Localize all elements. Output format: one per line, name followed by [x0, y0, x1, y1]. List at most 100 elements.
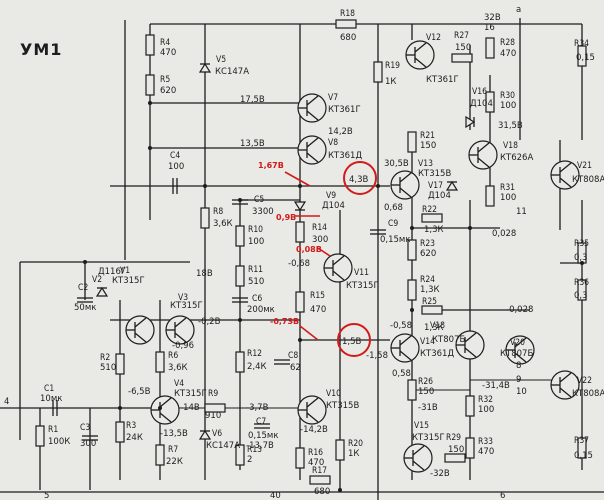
transistor-v1	[125, 315, 155, 345]
svg-text:-32В: -32В	[430, 469, 450, 479]
svg-text:R36: R36	[574, 278, 589, 288]
r13-value: 2	[247, 455, 252, 465]
resistor-r6	[155, 351, 165, 373]
svg-text:R28: R28	[500, 38, 515, 48]
svg-text:R20: R20	[348, 439, 363, 449]
resistor-r4	[145, 34, 155, 56]
c3-value: 300	[80, 439, 96, 449]
svg-text:V8: V8	[328, 138, 338, 148]
svg-text:R31: R31	[500, 183, 515, 193]
svg-text:C1: C1	[44, 384, 54, 394]
diode-v5	[199, 63, 211, 73]
svg-text:-0,96: -0,96	[172, 341, 194, 351]
resistor-r20	[335, 439, 345, 461]
resistor-r14	[295, 221, 305, 243]
svg-text:16: 16	[484, 23, 495, 33]
svg-text:V3: V3	[178, 293, 188, 303]
pin-numbers: 4 5 16 6 40 9 8 10 11 а	[4, 5, 527, 500]
r26-value: 150	[418, 387, 434, 397]
svg-text:R10: R10	[248, 225, 263, 235]
svg-text:R33: R33	[478, 437, 493, 447]
r11-value: 510	[248, 277, 264, 287]
c2-value: 50мк	[74, 303, 96, 313]
schematic-title: УМ1	[20, 40, 62, 59]
r33-value: 470	[478, 447, 494, 457]
resistor-r18	[335, 19, 357, 29]
resistor-r17	[309, 475, 331, 485]
r18-value: 680	[340, 33, 356, 43]
v12-type: КТ361Г	[426, 75, 459, 85]
v6-type: КС147А	[206, 441, 240, 451]
svg-text:V13: V13	[418, 159, 433, 169]
r14-value: 300	[312, 235, 328, 245]
svg-text:-1,58: -1,58	[366, 351, 388, 361]
svg-text:R7: R7	[168, 445, 178, 455]
svg-text:0,68: 0,68	[384, 203, 403, 213]
svg-text:R6: R6	[168, 351, 178, 361]
c9-value: 0,15мк	[380, 235, 410, 245]
r4-value: 470	[160, 48, 176, 58]
v18-type: КТ626А	[500, 153, 533, 163]
r15-value: 470	[310, 305, 326, 315]
r37-value: 0,15	[574, 451, 593, 461]
v7-type: КТ361Г	[328, 105, 361, 115]
transistor-v7	[297, 93, 327, 123]
v1-type: КТ315Г	[112, 276, 145, 286]
svg-text:V1: V1	[120, 266, 130, 276]
svg-text:-13,7В: -13,7В	[246, 441, 274, 451]
svg-text:V18: V18	[430, 321, 445, 331]
svg-text:R11: R11	[248, 265, 263, 275]
svg-text:-0,58: -0,58	[390, 321, 412, 331]
c1-value: 10мк	[40, 394, 62, 404]
v9-type: Д104	[322, 201, 345, 211]
svg-text:C9: C9	[388, 219, 398, 229]
svg-text:C4: C4	[170, 151, 180, 161]
v22-type: КТ808А	[572, 389, 604, 399]
r6-value: 3,6К	[168, 363, 188, 373]
svg-text:V20: V20	[510, 338, 525, 348]
svg-text:-14,2В: -14,2В	[300, 425, 328, 435]
transistor-v18	[468, 140, 498, 170]
svg-text:V12: V12	[426, 33, 441, 43]
svg-text:-0,028: -0,028	[506, 305, 533, 315]
r12-value: 2,4К	[247, 362, 267, 372]
svg-text:V10: V10	[326, 389, 341, 399]
svg-text:V21: V21	[577, 161, 592, 171]
v8-type: КТ361Д	[328, 151, 362, 161]
resistor-r31	[485, 185, 495, 207]
resistor-r2	[115, 353, 125, 375]
circled-voltage-1	[343, 161, 377, 195]
svg-text:-14В: -14В	[180, 403, 200, 413]
transistor-v14	[390, 333, 420, 363]
transistor-v15	[403, 443, 433, 473]
r17-value: 680	[314, 487, 330, 497]
r21-value: 150	[420, 141, 436, 151]
svg-text:C7: C7	[256, 417, 266, 427]
diode-v17	[446, 181, 458, 191]
resistor-r25	[421, 305, 443, 315]
r25-value: 1,3К	[424, 323, 444, 333]
r30-value: 100	[500, 101, 516, 111]
junctions	[83, 101, 584, 492]
svg-text:-3,7В: -3,7В	[246, 403, 269, 413]
r27-value: 150	[455, 43, 471, 53]
r35-value: 0,3	[574, 253, 588, 263]
svg-text:V7: V7	[328, 93, 338, 103]
r23-value: 620	[420, 249, 436, 259]
svg-text:-0,2В: -0,2В	[198, 317, 221, 327]
v17-type: Д104	[428, 191, 451, 201]
resistor-r1	[35, 425, 45, 447]
svg-text:V16: V16	[472, 87, 487, 97]
svg-text:R35: R35	[574, 239, 589, 249]
resistor-r29	[444, 453, 466, 463]
r7-value: 22К	[166, 457, 183, 467]
svg-text:40: 40	[270, 491, 281, 500]
svg-text:R34: R34	[574, 39, 589, 49]
circled-value-1: 4,3В	[349, 175, 369, 185]
svg-text:9: 9	[516, 375, 521, 385]
svg-text:5: 5	[44, 491, 49, 500]
resistor-r8	[200, 207, 210, 229]
svg-text:V4: V4	[174, 379, 184, 389]
resistor-r15	[295, 291, 305, 313]
